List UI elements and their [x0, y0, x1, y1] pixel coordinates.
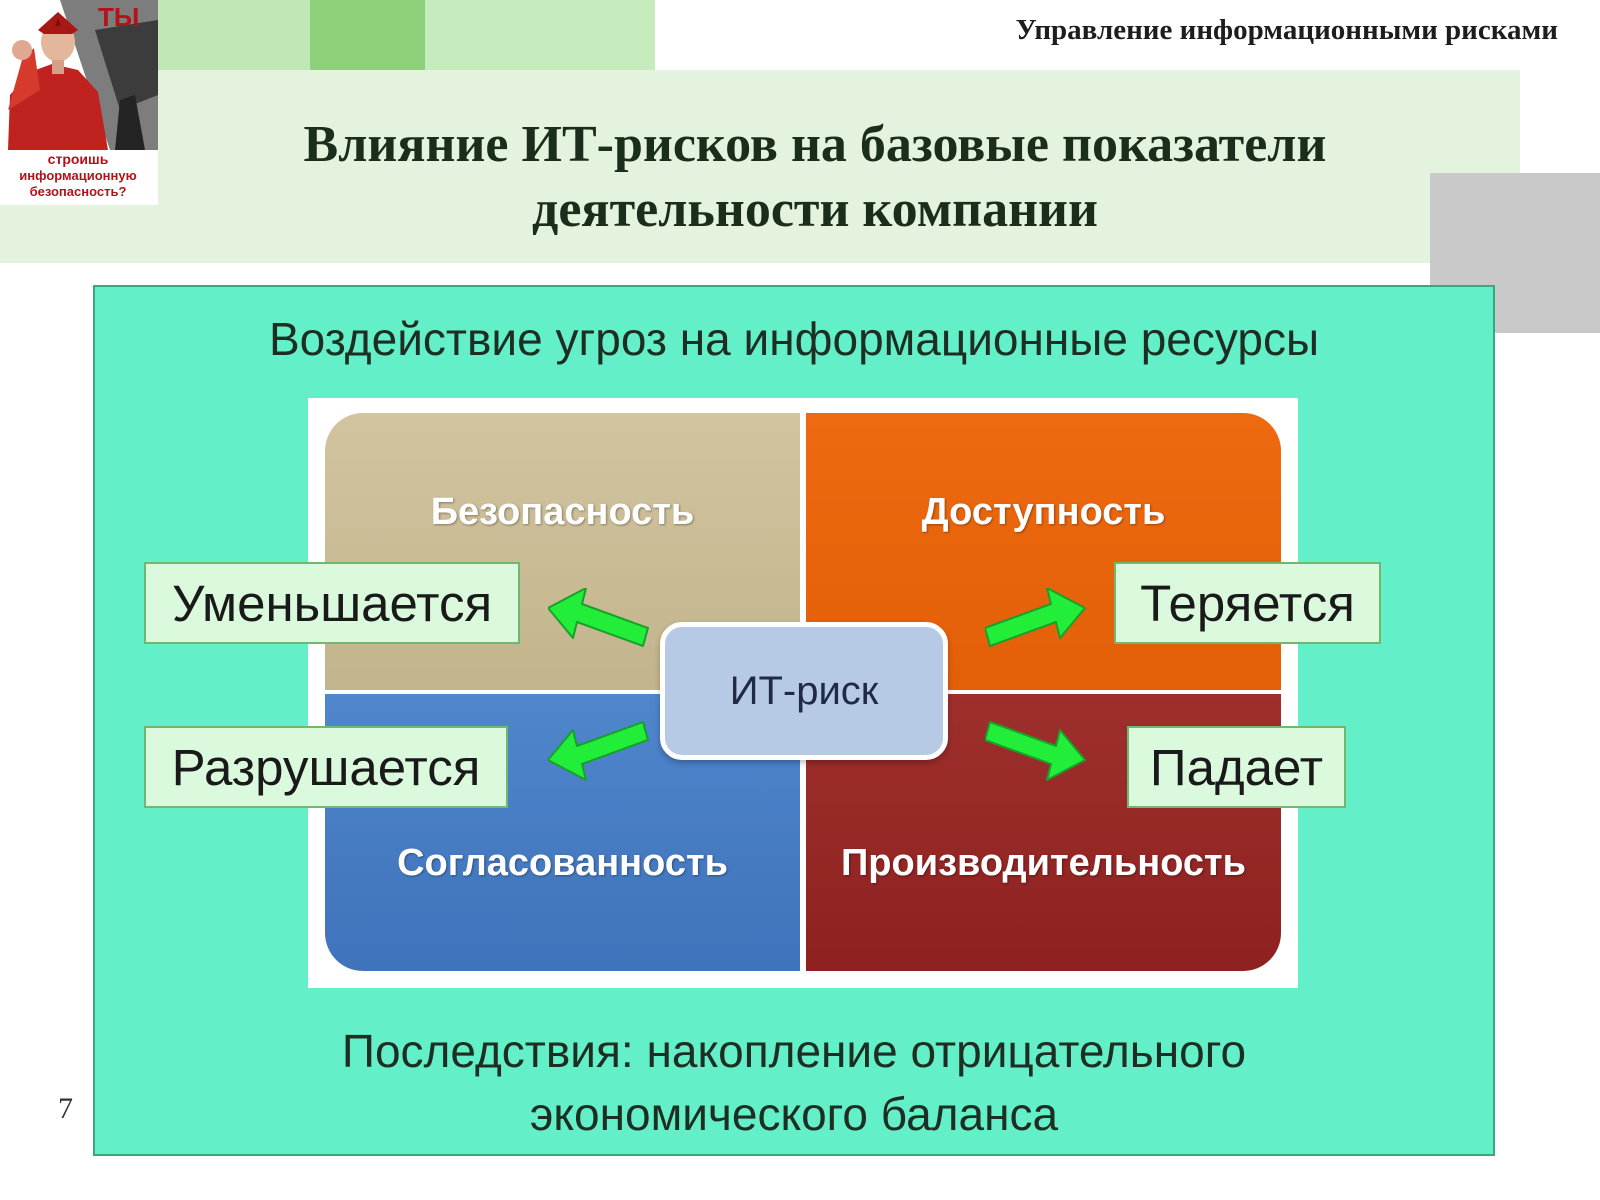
- arrow-up-left-icon: [548, 588, 649, 647]
- course-title: Управление информационными рисками: [1015, 14, 1558, 46]
- poster-caption-line: безопасность?: [30, 184, 127, 199]
- effect-label-falls: Падает: [1127, 726, 1346, 808]
- poster-caption-line: строишь: [48, 151, 109, 167]
- arrow-down-right-icon: [985, 721, 1086, 781]
- arrow-up-right-icon: [985, 588, 1086, 647]
- effect-label-lost: Теряется: [1114, 562, 1381, 644]
- title-band: [0, 70, 1520, 263]
- panel-footer-line: Последствия: накопление отрицательного: [341, 1025, 1247, 1077]
- panel-footer: Последствия: накопление отрицательного э…: [95, 1020, 1493, 1146]
- quadrant-label: Безопасность: [430, 491, 695, 533]
- poster-illustration: ТЫ строишь информационную безопасность?: [0, 0, 158, 205]
- effect-label-destroyed: Разрушается: [144, 726, 508, 808]
- quadrant-label: Доступность: [921, 491, 1166, 533]
- slide-title-line: деятельности компании: [532, 181, 1098, 238]
- arrow-down-left-icon: [548, 721, 649, 781]
- panel-heading: Воздействие угроз на информационные ресу…: [268, 313, 1320, 365]
- page-number: 7: [58, 1092, 73, 1125]
- panel-footer-line: экономического баланса: [529, 1088, 1059, 1140]
- propaganda-poster-image: ТЫ строишь информационную безопасность?: [0, 0, 158, 205]
- effect-label-decreases: Уменьшается: [144, 562, 520, 644]
- poster-caption-top: ТЫ: [98, 2, 139, 32]
- slide-title: Влияние ИТ-рисков на базовые показатели …: [150, 112, 1480, 242]
- slide-title-line: Влияние ИТ-рисков на базовые показатели: [303, 116, 1327, 173]
- poster-caption-line: информационную: [19, 168, 136, 183]
- center-node-it-risk: ИТ-риск: [660, 622, 948, 760]
- quadrant-label: Согласованность: [397, 842, 728, 884]
- quadrant-label: Производительность: [840, 842, 1247, 884]
